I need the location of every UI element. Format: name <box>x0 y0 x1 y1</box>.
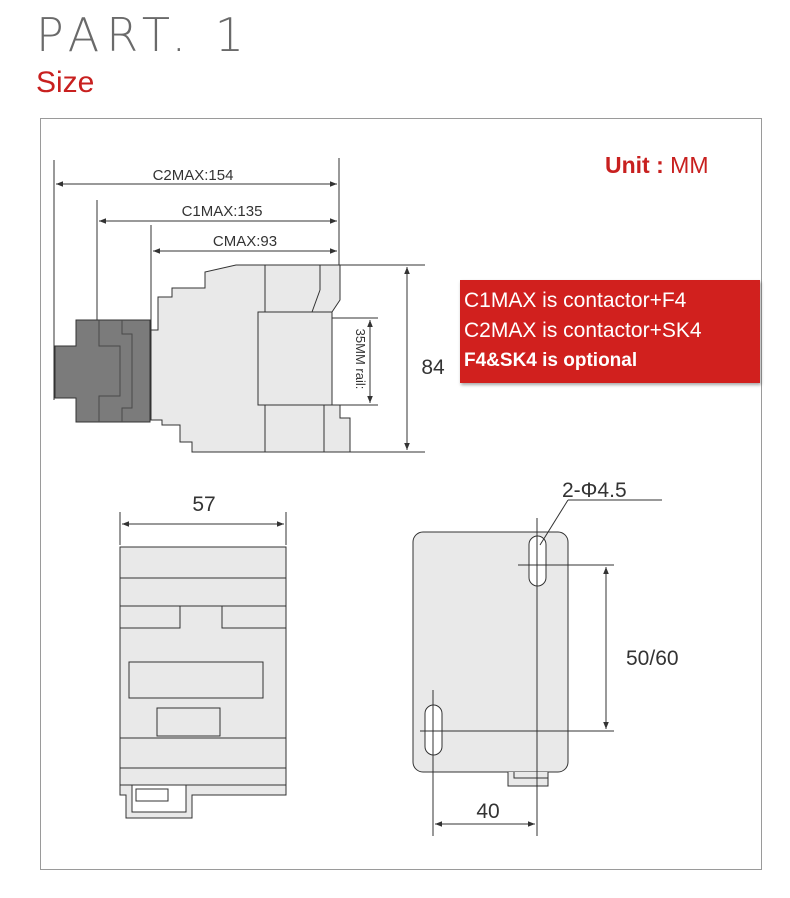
front-view <box>119 512 287 819</box>
addon-module <box>54 319 151 423</box>
width-label: 57 <box>192 493 215 516</box>
rail-clip <box>119 784 287 819</box>
cmax-label: CMAX:93 <box>213 233 277 250</box>
c1max-label: C1MAX:135 <box>182 203 263 220</box>
note-line-c2max: C2MAX is contactor+SK4 <box>464 319 702 342</box>
unit-caption: Unit : <box>605 152 664 178</box>
page-subtitle: Size <box>36 66 95 99</box>
spacing-v-label: 50/60 <box>626 647 679 670</box>
rear-clip <box>507 772 549 787</box>
note-box: C1MAX is contactor+F4 C2MAX is contactor… <box>460 280 760 383</box>
note-line-optional: F4&SK4 is optional <box>464 350 638 371</box>
page-title: PART. 1 <box>36 8 252 62</box>
unit-value: MM <box>670 152 709 178</box>
contactor-body <box>150 264 351 453</box>
rear-plate <box>412 531 569 773</box>
drawing-frame <box>40 118 762 870</box>
spacing-h-label: 40 <box>476 800 499 823</box>
unit-label: Unit : MM <box>605 152 708 179</box>
c2max-label: C2MAX:154 <box>153 167 234 184</box>
rail-label: 35MM rail: <box>353 329 368 390</box>
rear-view <box>412 499 662 836</box>
side-view <box>53 158 425 453</box>
hole-label: 2-Φ4.5 <box>562 479 627 502</box>
note-line-c1max: C1MAX is contactor+F4 <box>464 289 687 312</box>
hole-leader <box>539 499 569 546</box>
height-label: 84 <box>421 356 445 379</box>
